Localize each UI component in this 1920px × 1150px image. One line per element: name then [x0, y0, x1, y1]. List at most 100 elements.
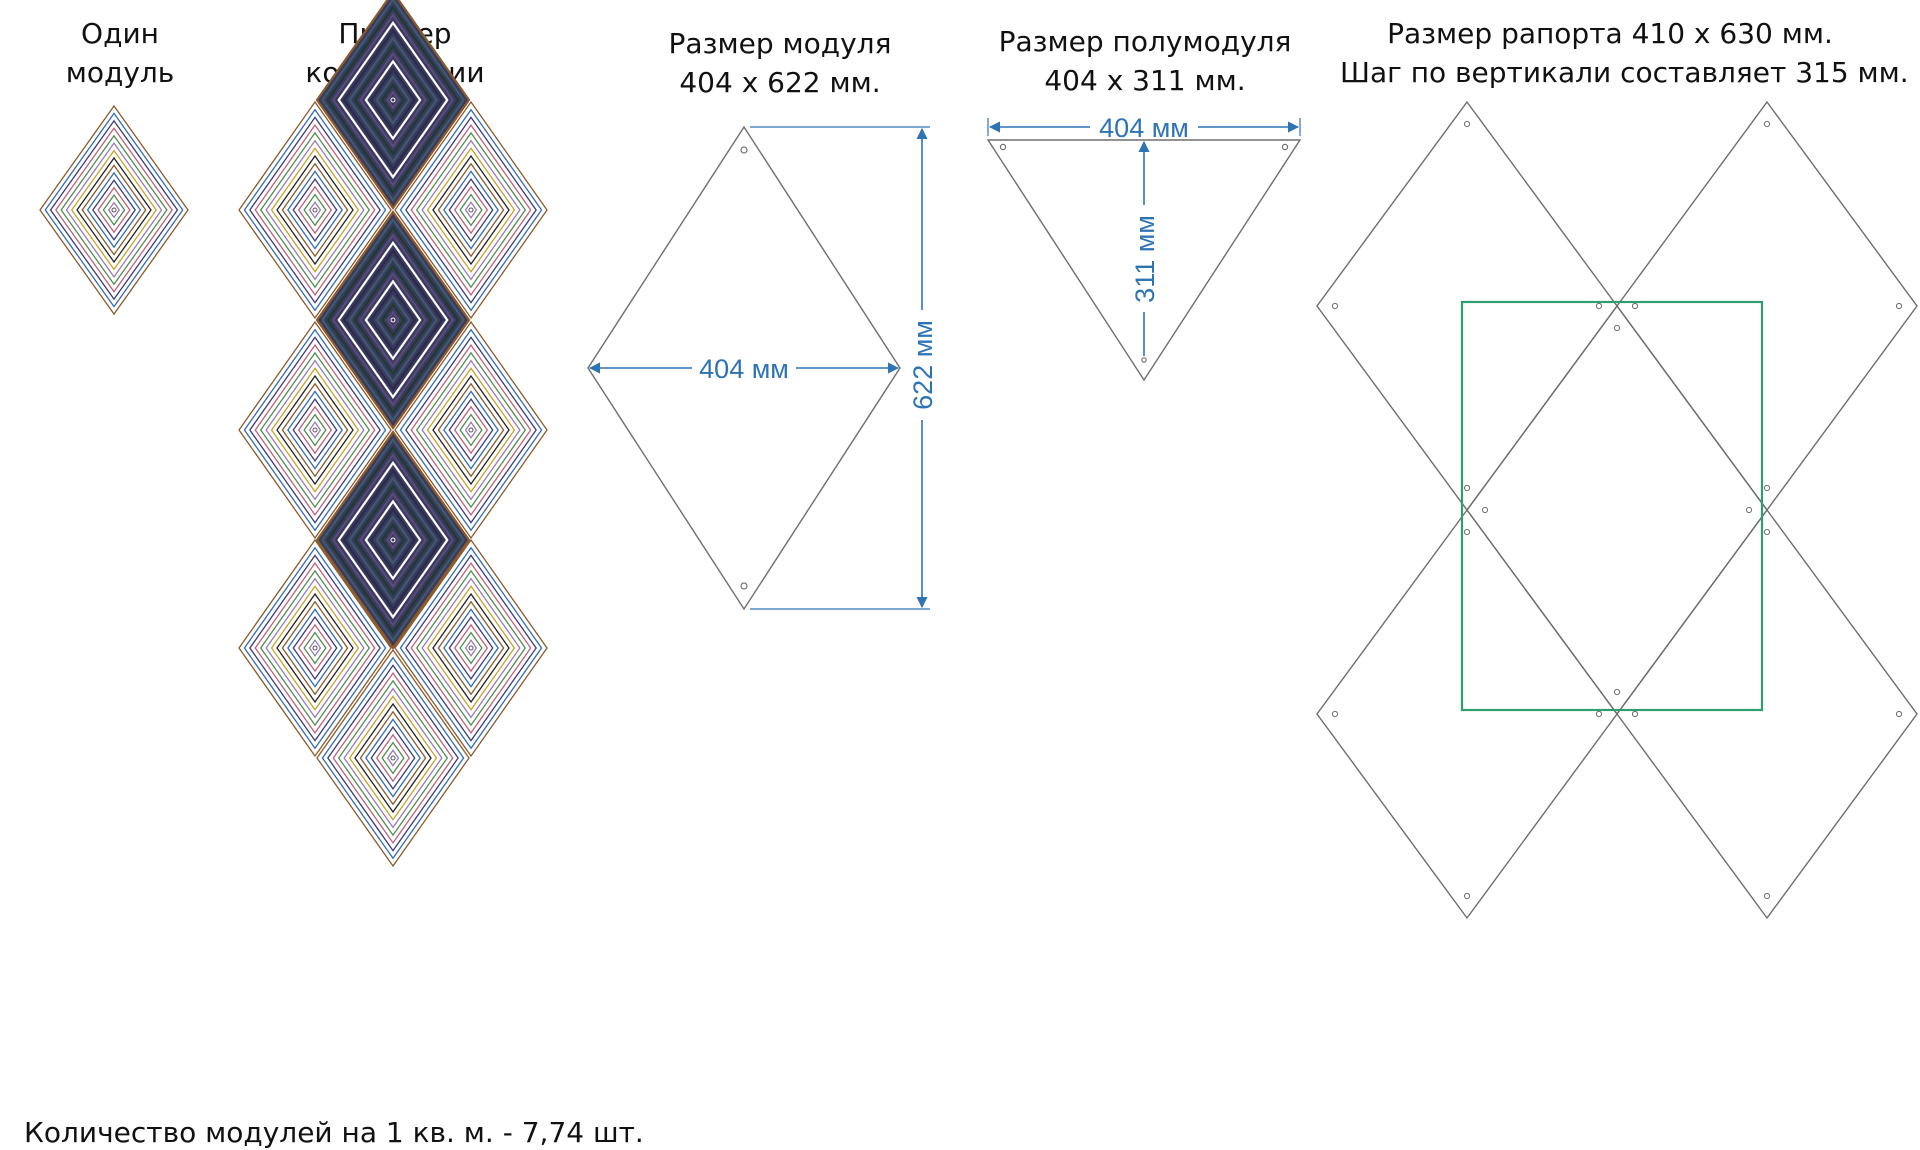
diamond-stripe: [249, 554, 381, 742]
diamond-stripe: [308, 421, 322, 439]
diamond-stripe: [348, 476, 438, 604]
mounting-hole: [1463, 120, 1471, 128]
diamond-stripe: [297, 623, 333, 673]
diamond-stripe: [375, 294, 411, 346]
mounting-hole: [312, 207, 318, 213]
diamond-stripe: [364, 499, 422, 581]
diamond-stripe: [459, 193, 483, 227]
diamond-stripe: [297, 185, 333, 235]
diamond-stripe: [354, 702, 432, 814]
diamond-stripe: [287, 390, 343, 470]
mounting-hole: [1763, 892, 1771, 900]
diamond-stripe: [321, 217, 465, 423]
diamond-stripe: [265, 577, 365, 719]
diamond-stripe: [394, 538, 548, 758]
mounting-hole: [390, 755, 396, 761]
diamond-stripe: [453, 405, 489, 455]
modules-per-square-meter-note: Количество модулей на 1 кв. м. - 7,74 шт…: [24, 1116, 644, 1149]
diamond-stripe: [259, 131, 371, 289]
diamond-stripe: [70, 149, 158, 271]
diamond-stripe: [369, 507, 417, 573]
mounting-hole: [1613, 688, 1621, 696]
module-width-label: 404 мм: [699, 354, 789, 384]
composition-example: [238, 0, 548, 868]
mounting-hole: [740, 146, 748, 154]
diamond-stripe: [353, 44, 433, 156]
diamond-stripe: [426, 367, 516, 493]
diamond-stripe: [308, 201, 322, 219]
repeat-diagram: [1316, 100, 1918, 920]
diamond-stripe: [327, 664, 459, 852]
diamond-stripe: [415, 131, 527, 289]
composition-light-diamond: [394, 538, 548, 758]
diamond-stripe: [281, 600, 349, 696]
diamond-stripe: [292, 178, 338, 242]
diamond-stripe: [426, 585, 516, 711]
mounting-hole: [1595, 302, 1603, 310]
diamond-stripe: [321, 656, 465, 860]
diamond-stripe: [331, 233, 455, 407]
diamond-stripe: [421, 139, 521, 281]
diamond-stripe: [443, 608, 499, 688]
diamond-stripe: [381, 741, 405, 775]
diamond-stripe: [410, 344, 532, 516]
diamond-stripe: [405, 554, 537, 742]
composition-light-diamond: [394, 320, 548, 540]
diamond-stripe: [39, 104, 189, 316]
composition-light-diamond: [238, 320, 392, 540]
diamond-stripe: [415, 569, 527, 727]
diamond-stripe: [254, 124, 376, 296]
diamond-stripe: [76, 156, 152, 264]
diamond-stripe: [326, 225, 460, 415]
diamond-stripe: [405, 116, 537, 304]
diamond-stripe: [97, 186, 131, 234]
mounting-hole: [1763, 484, 1771, 492]
single-module-diamond: [39, 104, 189, 316]
diamond-stripe: [303, 631, 327, 665]
diamond-stripe: [365, 718, 421, 798]
diamond-stripe: [443, 390, 499, 470]
diamond-stripe: [243, 546, 387, 750]
diamond-stripe: [297, 405, 333, 455]
diamond-stripe: [270, 367, 360, 493]
diamond-stripe: [332, 672, 454, 844]
mounting-hole: [1631, 302, 1639, 310]
mounting-hole: [312, 427, 318, 433]
half-height-label: 311 мм: [1130, 215, 1160, 303]
mounting-hole: [390, 97, 396, 103]
diamond-stripe: [259, 351, 371, 509]
half-module-outline: [986, 139, 1302, 382]
diamond-stripe: [270, 585, 360, 711]
diamond-stripe: [342, 248, 444, 392]
diamond-stripe: [426, 147, 516, 273]
diamond-stripe: [81, 164, 147, 256]
diamond-stripe: [254, 562, 376, 734]
diamond-stripe: [102, 194, 126, 226]
mounting-hole: [312, 645, 318, 651]
repeat-frame: [1460, 300, 1764, 712]
mounting-hole: [1895, 710, 1903, 718]
diamond-stripe: [386, 310, 400, 330]
diamond-stripe: [453, 623, 489, 673]
composition-dark-diamond: [315, 0, 471, 210]
diamond-stripe: [359, 271, 427, 369]
diamond-stripe: [375, 74, 411, 126]
mounting-hole: [1745, 506, 1753, 514]
diamond-stripe: [321, 0, 465, 203]
diamond-stripe: [364, 279, 422, 361]
diamond-stripe: [359, 51, 427, 149]
diamond-stripe: [315, 210, 471, 430]
diamond-stripe: [265, 139, 365, 281]
diamond-stripe: [287, 170, 343, 250]
mounting-hole: [1463, 528, 1471, 536]
diamond-stripe: [432, 154, 510, 266]
diamond-stripe: [464, 201, 478, 219]
diamond-stripe: [410, 124, 532, 296]
mounting-hole: [1631, 710, 1639, 718]
diamond-stripe: [348, 36, 438, 164]
diamond-stripe: [359, 710, 427, 806]
mounting-hole: [1141, 357, 1147, 363]
mounting-hole: [1613, 324, 1621, 332]
diamond-stripe: [359, 491, 427, 589]
repeat-diamond-outline: [1616, 100, 1918, 512]
